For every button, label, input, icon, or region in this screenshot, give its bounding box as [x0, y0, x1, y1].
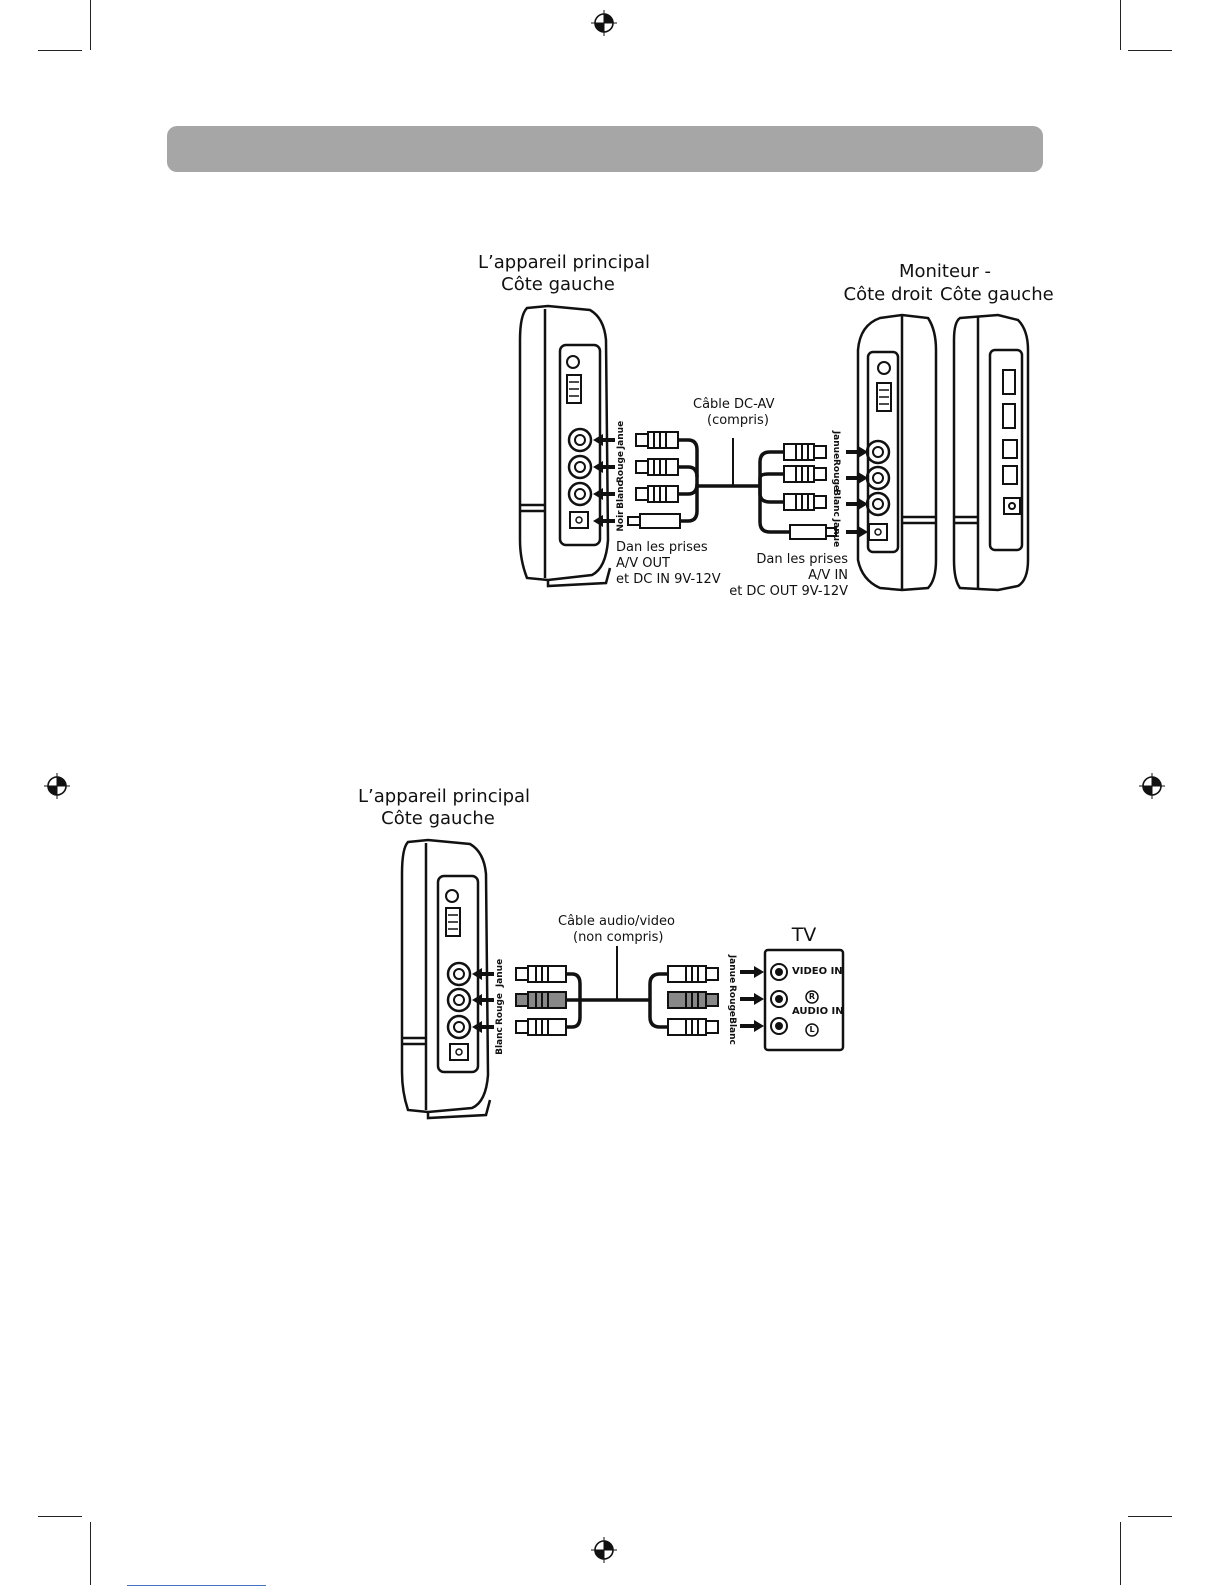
crop-mark-tl-v [90, 0, 91, 50]
cable-not-included-note: (non compris) [573, 930, 664, 945]
audio-video-cable [566, 972, 668, 1029]
monitor-left-side-view [952, 313, 1030, 592]
right-jack-label-2-1: Janue [727, 954, 737, 984]
crop-mark-br-h [1128, 1516, 1172, 1517]
main-unit-ports-2 [445, 889, 472, 1061]
monitor-right-side-label: Côte droit [843, 284, 933, 305]
main-unit-title-2: L’appareil principal [358, 786, 531, 807]
monitor-right-ports [865, 361, 892, 541]
monitor-arrows [846, 446, 868, 538]
left-plugs [627, 431, 681, 529]
left-plugs-2 [515, 965, 567, 1036]
tv-r-label: R [808, 992, 816, 1001]
right-plugs [783, 443, 837, 540]
main-unit-side-view [518, 304, 612, 588]
tv-video-in-label: VIDEO IN [792, 966, 843, 977]
right-plugs-2 [667, 965, 719, 1036]
main-unit-subtitle-2: Côte gauche [381, 808, 495, 829]
right-caption-line-1: Dan les prises [756, 552, 848, 567]
crop-mark-br-v [1120, 1522, 1121, 1585]
registration-mark-left-icon [44, 773, 70, 799]
main-unit-title: L’appareil principal [478, 252, 651, 273]
main-unit-subtitle: Côte gauche [501, 274, 615, 295]
crop-mark-tr-h [1128, 50, 1172, 51]
dc-av-cable [678, 438, 790, 534]
cable-name-label-2: Câble audio/video [558, 914, 675, 929]
crop-mark-bl-v [90, 1522, 91, 1585]
tv-arrows [740, 966, 764, 1032]
crop-mark-bl-h [38, 1516, 82, 1517]
section-header-bar [167, 126, 1043, 172]
tv-l-label: L [809, 1025, 815, 1034]
monitor-left-side-label: Côte gauche [940, 284, 1054, 305]
main-unit-side-view-2 [400, 838, 492, 1120]
main-unit-arrows [593, 434, 615, 527]
tv-panel [763, 948, 845, 1052]
monitor-title: Moniteur - [898, 261, 992, 282]
registration-mark-right-icon [1139, 773, 1165, 799]
left-jack-label-2-3: Blanc [495, 1027, 505, 1055]
left-jack-label-2-1: Janue [495, 958, 505, 988]
registration-mark-bottom-icon [591, 1537, 617, 1563]
tv-audio-in-label: AUDIO IN [792, 1006, 844, 1017]
right-caption-line-2: A/V IN [808, 568, 848, 583]
main-unit-arrows-2 [472, 968, 494, 1033]
main-unit-ports [566, 355, 593, 529]
crop-mark-tr-v [1120, 0, 1121, 50]
left-jack-label-2-2: Rouge [495, 992, 505, 1026]
right-caption-line-3: et DC OUT 9V-12V [729, 584, 848, 599]
monitor-left-ports [1002, 369, 1021, 515]
cable-included-note: (compris) [707, 413, 769, 428]
registration-mark-top-icon [591, 10, 617, 36]
cable-name-label: Câble DC-AV [693, 397, 775, 412]
crop-mark-tl-h [38, 50, 82, 51]
tv-title: TV [791, 924, 817, 946]
left-caption-line-1: Dan les prises [616, 540, 708, 555]
left-caption-line-2: A/V OUT [616, 556, 670, 571]
left-caption-line-3: et DC IN 9V-12V [616, 572, 721, 587]
right-jack-label-2-3: Blanc [727, 1017, 737, 1045]
